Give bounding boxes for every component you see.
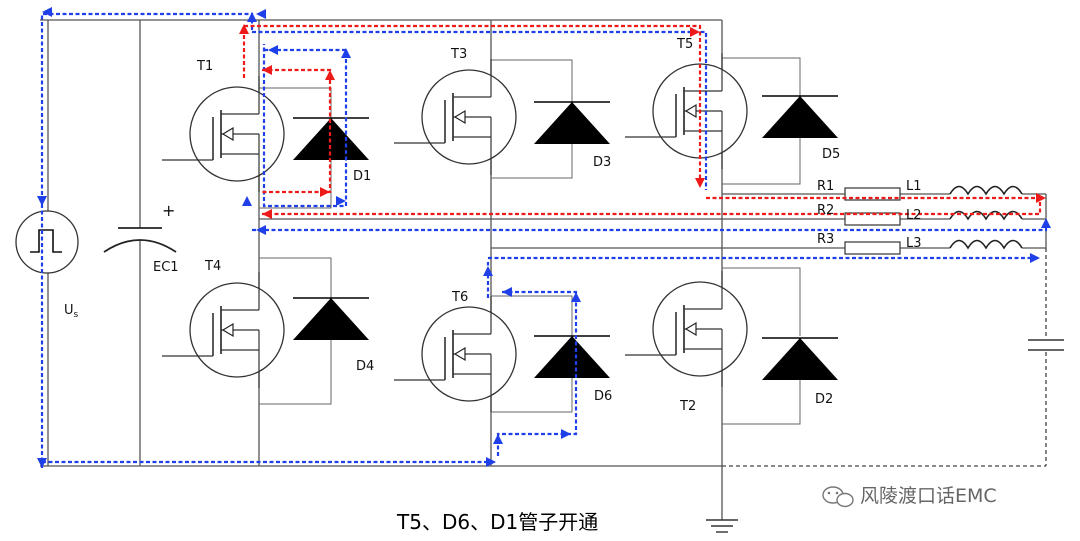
diode-d6 bbox=[533, 335, 611, 379]
label-d4: D4 bbox=[356, 359, 374, 374]
label-l2: L2 bbox=[906, 208, 922, 223]
wechat-icon bbox=[822, 486, 854, 508]
resistor-r3 bbox=[844, 241, 901, 255]
diode-d4 bbox=[292, 297, 370, 341]
voltage-source-us bbox=[15, 210, 79, 274]
label-plus: + bbox=[162, 201, 175, 220]
label-t5: T5 bbox=[676, 37, 693, 52]
circuit-wiring bbox=[40, 19, 1064, 520]
ground-symbol bbox=[706, 519, 738, 533]
diode-d5 bbox=[761, 95, 839, 139]
label-d3: D3 bbox=[593, 155, 611, 170]
transistor-t4 bbox=[161, 271, 285, 389]
inductor-l2 bbox=[949, 210, 1023, 220]
current-path-blue bbox=[40, 12, 1048, 468]
label-d2: D2 bbox=[815, 392, 833, 407]
transistor-t6 bbox=[393, 295, 517, 413]
diode-d2 bbox=[761, 337, 839, 381]
capacitor-ec1 bbox=[103, 227, 177, 253]
label-l1: L1 bbox=[906, 179, 922, 194]
label-t4: T4 bbox=[204, 259, 221, 274]
diode-d3 bbox=[533, 101, 611, 145]
transistor-t3 bbox=[393, 58, 517, 176]
transistor-t5 bbox=[624, 52, 748, 170]
label-d5: D5 bbox=[822, 147, 840, 162]
label-r2: R2 bbox=[817, 203, 834, 218]
label-t3: T3 bbox=[450, 47, 467, 62]
transistor-t1 bbox=[161, 75, 285, 193]
label-ec1: EC1 bbox=[153, 260, 179, 275]
label-d1: D1 bbox=[353, 169, 371, 184]
label-t6: T6 bbox=[451, 290, 468, 305]
label-r3: R3 bbox=[817, 232, 834, 247]
inductor-l1 bbox=[949, 185, 1023, 195]
figure-caption: T5、D6、D1管子开通 bbox=[396, 510, 598, 534]
inductor-l3 bbox=[949, 239, 1023, 249]
label-l3: L3 bbox=[906, 236, 922, 251]
watermark-text: 风陵渡口话EMC bbox=[860, 485, 997, 507]
current-direction-arrows bbox=[37, 7, 1051, 468]
label-d6: D6 bbox=[594, 389, 612, 404]
label-r1: R1 bbox=[817, 179, 834, 194]
label-us: Us bbox=[64, 303, 79, 320]
label-t2: T2 bbox=[679, 399, 696, 414]
current-path-red bbox=[242, 24, 1042, 216]
transistor-t2 bbox=[624, 270, 748, 388]
label-t1: T1 bbox=[196, 59, 213, 74]
